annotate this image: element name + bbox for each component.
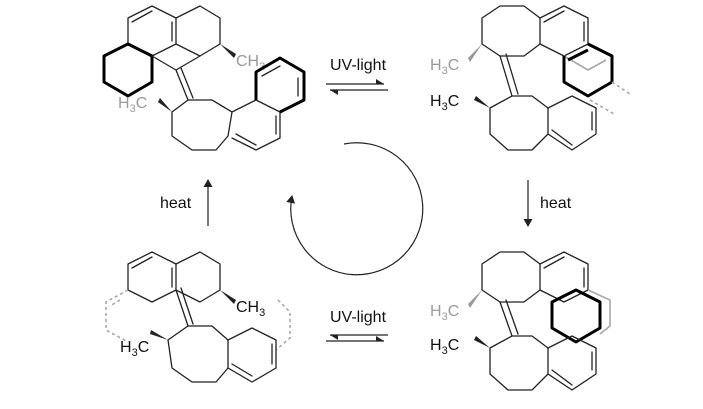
methyl-wedge	[220, 44, 236, 58]
methyl-label-upper: CH3	[236, 299, 265, 319]
arrow-heat-right: heat	[523, 180, 572, 227]
label-heat-left: heat	[160, 195, 192, 212]
methyl-label-upper: H3C	[430, 57, 459, 77]
methyl-label-lower: H3C	[118, 95, 147, 115]
label-uv-light-bottom: UV-light	[330, 309, 387, 326]
arrow-heat-left: heat	[160, 179, 213, 226]
methyl-label-lower: H3C	[430, 337, 459, 357]
label-uv-light-top: UV-light	[330, 57, 387, 74]
methyl-label-upper: H3C	[430, 303, 459, 323]
methyl-label-lower: H3C	[430, 93, 459, 113]
label-heat-right: heat	[540, 195, 572, 212]
isomer-top-right: H3C H3C	[430, 5, 631, 151]
isomer-top-left: CH3 H3C	[102, 5, 306, 151]
isomer-bottom-left: CH3 H3C	[105, 251, 291, 383]
cycle-arrow	[286, 142, 424, 276]
arrow-uv-top: UV-light	[326, 57, 388, 95]
isomer-bottom-right: H3C H3C	[430, 251, 611, 391]
methyl-label-lower: H3C	[120, 339, 149, 359]
arrow-uv-bottom: UV-light	[326, 309, 388, 342]
